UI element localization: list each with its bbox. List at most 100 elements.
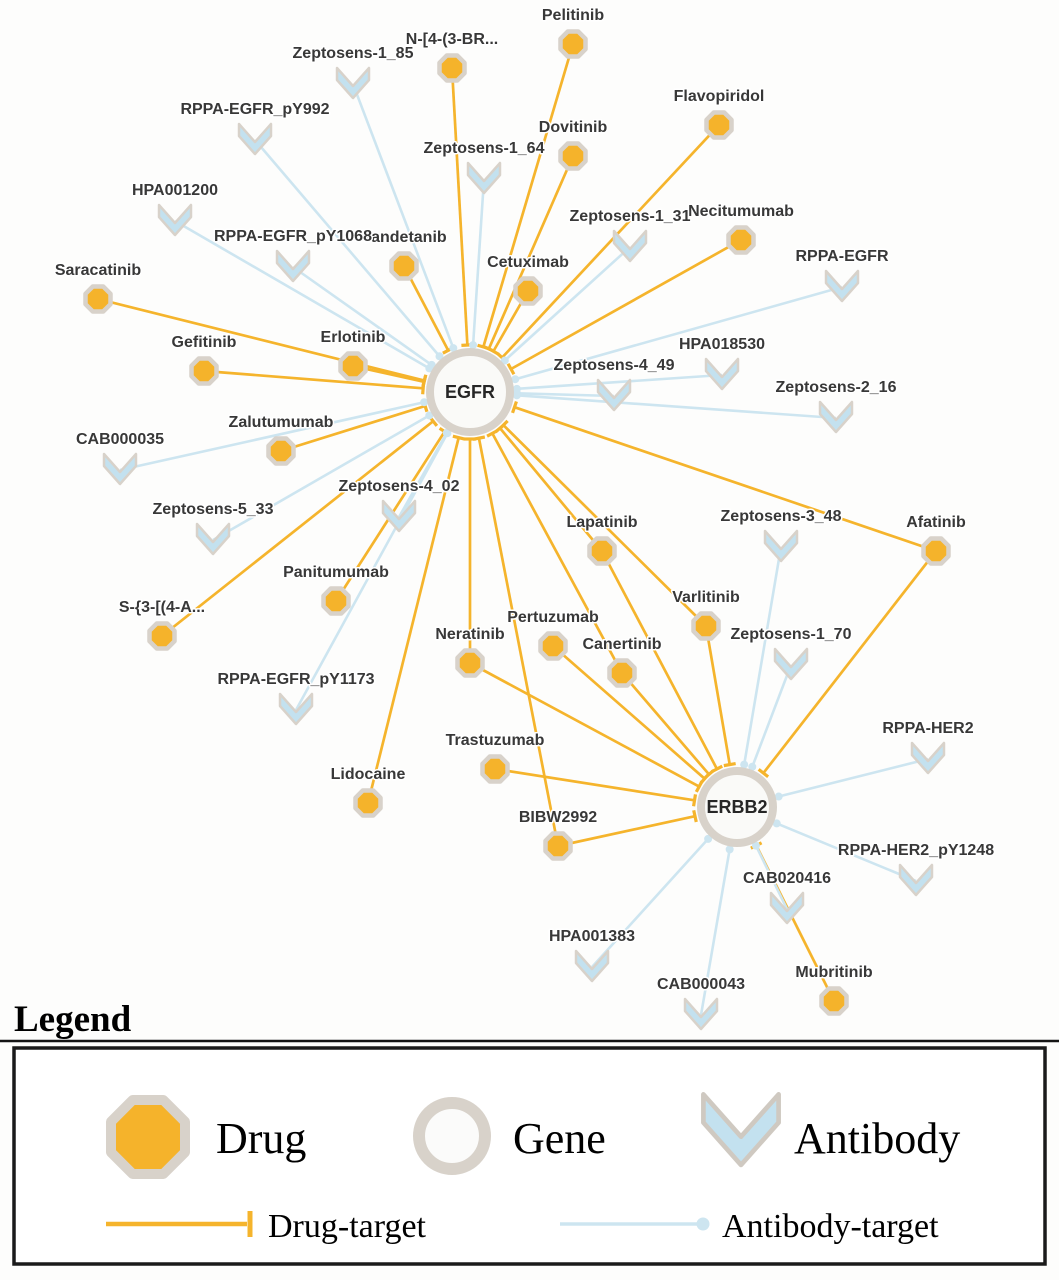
drug-node-zalutumumab[interactable] — [266, 436, 296, 466]
drug-node-trastuzumab[interactable] — [480, 754, 510, 784]
antibody-node-cab020416[interactable] — [769, 891, 805, 925]
drug-node-lidocaine[interactable] — [353, 788, 383, 818]
antibody-node-rppa_egfr_py992[interactable] — [237, 122, 273, 156]
antibody-label-rppa_her2: RPPA-HER2 — [882, 720, 973, 737]
antibody-node-zeptosens_4_02[interactable] — [381, 499, 417, 533]
antibody-node-hpa018530[interactable] — [704, 357, 740, 391]
legend-section: Legend Drug Gene Antibody Drug-target An… — [0, 999, 1059, 1266]
drug-label-flavopiridol: Flavopiridol — [674, 88, 765, 105]
edge-cab020416-erbb2 — [751, 841, 789, 910]
gene-label-erbb2: ERBB2 — [706, 797, 767, 817]
gene-legend-icon — [413, 1097, 491, 1175]
gene-node-egfr[interactable] — [426, 348, 514, 436]
edge-zeptosens_1_31-egfr — [500, 246, 631, 365]
legend-gene-label: Gene — [513, 1114, 606, 1163]
edge-zeptosens_1_64-egfr — [469, 178, 486, 350]
drug-node-pelitinib[interactable] — [558, 29, 588, 59]
antibody-label-zeptosens_1_64: Zeptosens-1_64 — [424, 140, 545, 157]
antibody-label-rppa_egfr: RPPA-EGFR — [795, 248, 888, 265]
drug-node-canertinib[interactable] — [607, 658, 637, 688]
antibody-label-hpa018530: HPA018530 — [679, 336, 765, 353]
antibody-node-rppa_her2_py1248[interactable] — [898, 863, 934, 897]
antibody-node-zeptosens_3_48[interactable] — [763, 529, 799, 563]
antibody-node-hpa001200[interactable] — [157, 203, 193, 237]
antibody-node-cab000035[interactable] — [102, 452, 138, 486]
drug-label-n4_3br: N-[4-(3-BR... — [406, 31, 498, 48]
antibody-label-rppa_egfr_py992: RPPA-EGFR_pY992 — [180, 101, 329, 118]
gene-label-egfr: EGFR — [445, 382, 495, 402]
antibody-node-zeptosens_2_16[interactable] — [818, 400, 854, 434]
drug-node-saracatinib[interactable] — [83, 284, 113, 314]
drug-label-afatinib: Afatinib — [906, 514, 966, 531]
drug-node-afatinib[interactable] — [921, 536, 951, 566]
edge-varlitinib-egfr — [498, 419, 707, 627]
edge-varlitinib-erbb2 — [704, 625, 736, 768]
drug-label-varlitinib: Varlitinib — [672, 589, 740, 606]
antibody-node-zeptosens_1_70[interactable] — [773, 647, 809, 681]
edge-zeptosens_3_48-erbb2 — [740, 546, 783, 769]
drug-node-bibw2992[interactable] — [543, 831, 573, 861]
edge-trastuzumab-erbb2 — [494, 767, 698, 807]
drug-node-n4_3br[interactable] — [437, 53, 467, 83]
legend-drug-target-label: Drug-target — [268, 1208, 427, 1245]
drug-label-bibw2992: BIBW2992 — [519, 809, 597, 826]
antibody-label-zeptosens_4_02: Zeptosens-4_02 — [339, 478, 460, 495]
edge-rppa_egfr_py992-egfr — [254, 139, 444, 361]
antibody-node-zeptosens_1_64[interactable] — [466, 161, 502, 195]
drug-label-mubritinib: Mubritinib — [795, 964, 873, 981]
drug-node-necitumumab[interactable] — [726, 225, 756, 255]
drug-node-lapatinib[interactable] — [587, 536, 617, 566]
antibody-label-zeptosens_4_49: Zeptosens-4_49 — [554, 357, 675, 374]
edge-zeptosens_1_70-erbb2 — [748, 664, 793, 771]
drug-node-cetuximab[interactable] — [513, 276, 543, 306]
antibody-node-zeptosens_5_33[interactable] — [195, 522, 231, 556]
drug-node-gefitinib[interactable] — [189, 356, 219, 386]
drug-node-flavopiridol[interactable] — [704, 110, 734, 140]
antibody-node-zeptosens_1_31[interactable] — [612, 229, 648, 263]
drug-legend-icon — [106, 1095, 190, 1179]
edge-zeptosens_5_33-egfr — [212, 411, 434, 542]
edge-rppa_egfr_py1068-egfr — [292, 265, 436, 369]
antibody-node-zeptosens_4_49[interactable] — [596, 378, 632, 412]
drug-label-vandetanib: Vandetanib — [361, 229, 447, 246]
drug-node-dovitinib[interactable] — [558, 141, 588, 171]
edge-lidocaine-egfr — [366, 434, 465, 804]
drug-label-pelitinib: Pelitinib — [542, 7, 604, 24]
drug-node-vandetanib[interactable] — [389, 251, 419, 281]
drug-node-mubritinib[interactable] — [819, 986, 849, 1016]
edge-bibw2992-egfr — [472, 435, 560, 847]
edge-rppa_her2-erbb2 — [774, 757, 929, 801]
drug-label-cetuximab: Cetuximab — [487, 254, 569, 271]
edge-zeptosens_2_16-egfr — [512, 391, 837, 420]
drug-label-trastuzumab: Trastuzumab — [446, 732, 545, 749]
antibody-node-cab000043[interactable] — [683, 997, 719, 1031]
gene-node-erbb2[interactable] — [697, 767, 777, 847]
drug-node-panitumumab[interactable] — [321, 586, 351, 616]
drug-label-dovitinib: Dovitinib — [539, 119, 608, 136]
antibody-node-rppa_egfr[interactable] — [824, 269, 860, 303]
edge-afatinib-erbb2 — [757, 550, 938, 778]
antibody-node-hpa001383[interactable] — [574, 949, 610, 983]
antibody-node-rppa_egfr_py1068[interactable] — [275, 249, 311, 283]
drug-node-erlotinib[interactable] — [338, 351, 368, 381]
antibody-label-zeptosens_3_48: Zeptosens-3_48 — [721, 508, 842, 525]
drug-node-neratinib[interactable] — [455, 648, 485, 678]
drug-node-varlitinib[interactable] — [691, 611, 721, 641]
edge-hpa001383-erbb2 — [591, 834, 713, 968]
antibody-label-rppa_her2_py1248: RPPA-HER2_pY1248 — [838, 842, 994, 859]
drug-node-pertuzumab[interactable] — [538, 631, 568, 661]
edge-canertinib-egfr — [486, 429, 624, 674]
legend-drug-label: Drug — [216, 1114, 306, 1163]
drug-label-gefitinib: Gefitinib — [172, 334, 237, 351]
antibody-node-rppa_egfr_py1173[interactable] — [278, 692, 314, 726]
drug-label-erlotinib: Erlotinib — [321, 329, 386, 346]
edge-afatinib-egfr — [511, 400, 937, 553]
drug-node-s3_4a[interactable] — [147, 621, 177, 651]
nodes-layer — [83, 29, 951, 1031]
antibody-label-rppa_egfr_py1173: RPPA-EGFR_pY1173 — [217, 671, 374, 688]
drug-label-s3_4a: S-{3-[(4-A... — [119, 599, 205, 616]
antibody-node-rppa_her2[interactable] — [910, 741, 946, 775]
antibody-node-zeptosens_1_85[interactable] — [335, 66, 371, 100]
